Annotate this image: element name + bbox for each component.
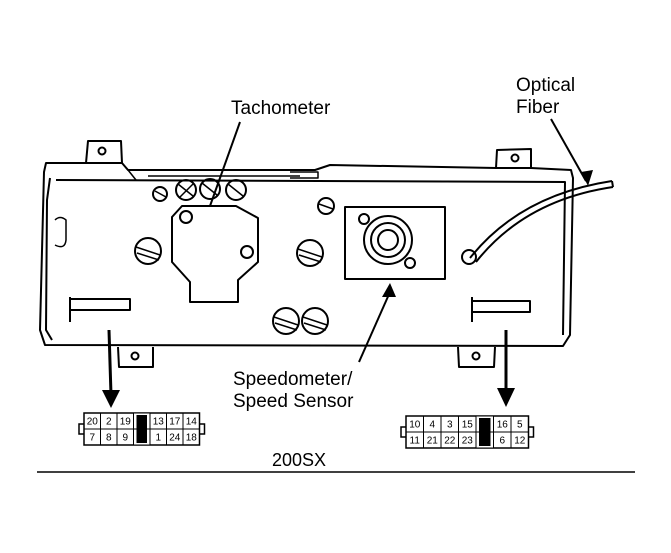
arrow-left-shaft bbox=[107, 329, 113, 396]
left-connector-pin-label: 8 bbox=[106, 433, 112, 444]
left-connector-cell bbox=[182, 428, 200, 446]
right-connector-pin-label: 15 bbox=[462, 420, 474, 431]
speedometer-label-line1: Speedometer/ bbox=[233, 369, 353, 390]
right-connector-pin-label: 4 bbox=[429, 420, 435, 431]
left-connector-pin-label: 9 bbox=[122, 433, 128, 444]
left-connector-pin-label: 24 bbox=[169, 433, 181, 444]
left-connector-ear bbox=[78, 423, 84, 435]
right-connector-pin-label: 16 bbox=[497, 420, 509, 431]
mounting-tab-bottom-right bbox=[457, 346, 496, 368]
tachometer-label: Tachometer bbox=[231, 98, 331, 119]
arrow-left-head bbox=[102, 390, 120, 408]
bulb-sockets-top bbox=[152, 178, 247, 202]
right-connector-pin-label: 21 bbox=[427, 436, 439, 447]
tachometer-unit bbox=[171, 205, 259, 303]
screw-left bbox=[134, 237, 162, 265]
speedometer-unit bbox=[344, 206, 446, 280]
left-connector-ear bbox=[199, 423, 206, 435]
model-label: 200SX bbox=[272, 450, 326, 470]
right-connector-pin-label: 22 bbox=[444, 436, 456, 447]
right-connector-pin-label: 12 bbox=[514, 436, 526, 447]
right-connector-pin-label: 10 bbox=[409, 420, 421, 431]
left-connector-pin-label: 20 bbox=[87, 417, 99, 428]
left-connector-pin-label: 14 bbox=[186, 417, 198, 428]
screw-center bbox=[296, 239, 324, 267]
left-connector-pin-label: 19 bbox=[120, 417, 132, 428]
optical-fiber-label-line2: Fiber bbox=[516, 97, 560, 118]
mounting-tab-top-left bbox=[85, 140, 123, 164]
optical-fiber-label-line1: Optical bbox=[516, 75, 575, 96]
right-connector-pin-label: 23 bbox=[462, 436, 474, 447]
right-connector-cell bbox=[510, 431, 529, 449]
left-connector-pin-label: 18 bbox=[186, 433, 198, 444]
cluster-housing bbox=[39, 162, 574, 347]
connector-slot-left bbox=[69, 298, 131, 311]
optical-fiber-leader-line bbox=[550, 118, 587, 182]
left-connector-pin-label: 13 bbox=[153, 417, 165, 428]
right-connector-key bbox=[479, 418, 491, 446]
optical-fiber-arrow-head bbox=[581, 170, 593, 186]
optical-fiber bbox=[461, 180, 614, 265]
arrow-right-head bbox=[497, 388, 515, 407]
mounting-tab-top-right bbox=[495, 148, 532, 169]
right-connector-pin-label: 11 bbox=[410, 436, 421, 447]
right-connector-pin-label: 6 bbox=[499, 436, 505, 447]
right-connector-pin-label: 3 bbox=[447, 420, 453, 431]
right-connector-ear bbox=[528, 426, 535, 438]
speedometer-label-line2: Speed Sensor bbox=[233, 391, 354, 412]
left-connector-pin-label: 1 bbox=[155, 433, 161, 444]
left-connector-key bbox=[136, 415, 147, 443]
screws-bottom bbox=[272, 307, 329, 335]
connector-slot-right bbox=[471, 300, 531, 313]
speedometer-arrow-head bbox=[382, 283, 396, 297]
screw-small-upper bbox=[317, 197, 335, 215]
left-connector-pin-label: 7 bbox=[89, 433, 95, 444]
left-connector-pin-label: 2 bbox=[106, 417, 112, 428]
connector-right: 10 4 3 15 16 5 11 21 22 23 6 12 bbox=[400, 415, 535, 449]
tachometer-leader-line bbox=[209, 121, 241, 207]
right-connector-pin-label: 5 bbox=[517, 420, 523, 431]
mounting-tab-bottom-left bbox=[117, 346, 154, 368]
left-connector-pin-label: 17 bbox=[169, 417, 181, 428]
right-connector-ear bbox=[400, 426, 406, 438]
speedometer-leader-line bbox=[358, 291, 391, 363]
